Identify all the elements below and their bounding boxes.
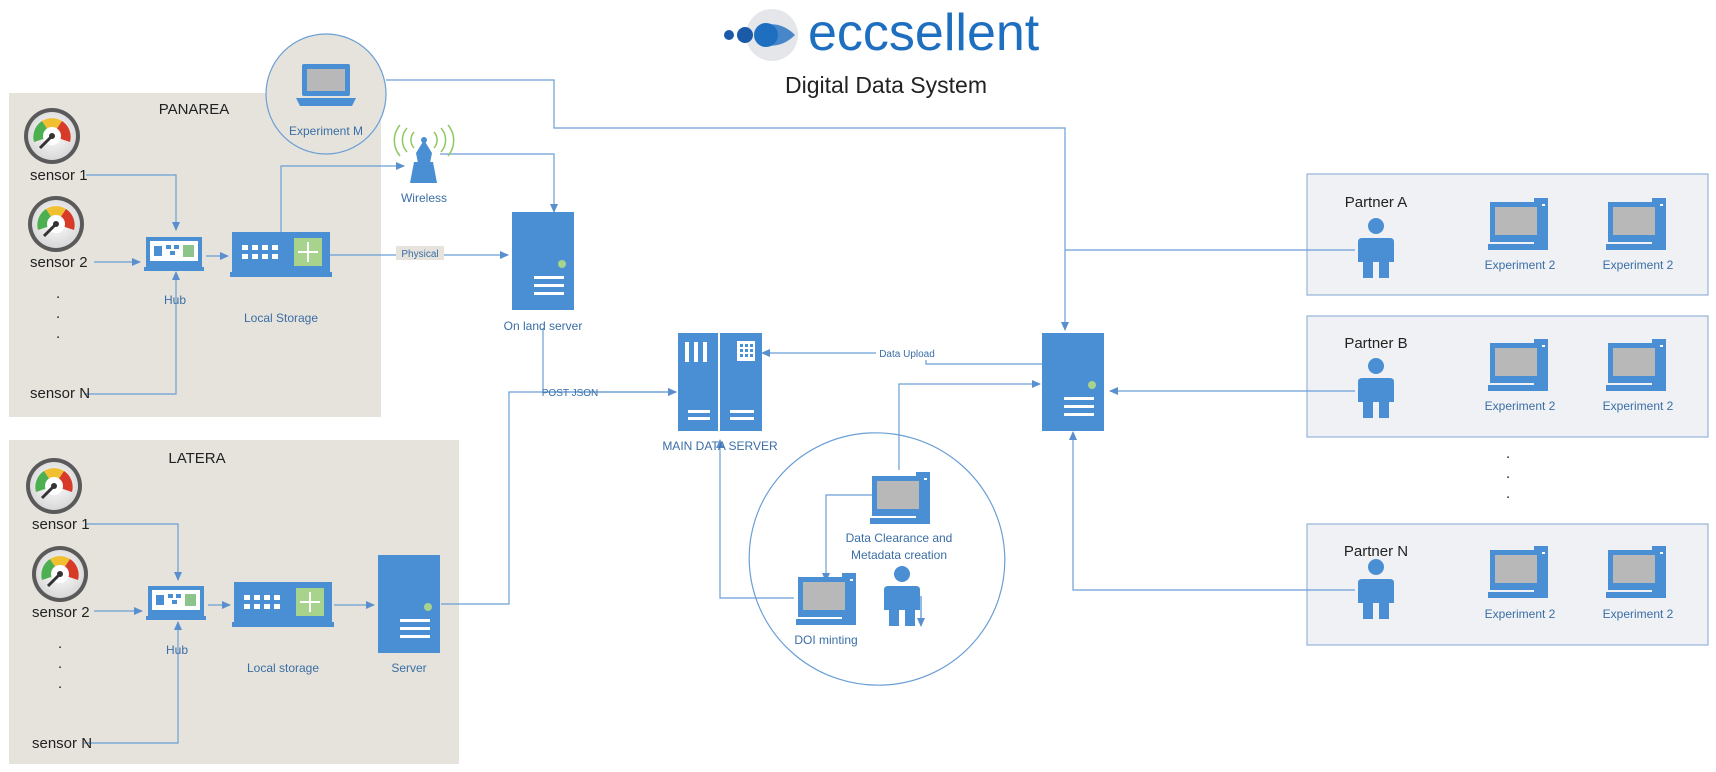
latera-sensor-1: sensor 1 — [32, 516, 90, 533]
clearance-to-doi — [822, 494, 872, 582]
hub-icon — [146, 586, 206, 620]
experiment-m-label: Experiment M — [289, 124, 363, 138]
edge-data-upload-label: Data Upload — [879, 349, 935, 360]
panarea-ellipsis-3: . — [56, 325, 60, 342]
panarea-ellipsis-1: . — [56, 285, 60, 302]
p-sensorN-hub — [84, 271, 180, 395]
doi-to-main — [716, 439, 794, 599]
latera-ellipsis-3: . — [58, 675, 62, 692]
storage-switch-icon — [231, 581, 335, 628]
l-server-main — [441, 388, 677, 605]
main-data-server-icon — [678, 333, 762, 431]
desktop-computer-icon — [796, 573, 856, 625]
physical-label-bg — [396, 246, 444, 260]
partner-n-exp-2: Experiment 2 — [1603, 607, 1674, 621]
on-land-server-icon — [512, 212, 574, 310]
edge-post-json-label: POST JSON — [542, 388, 599, 399]
partner-n-exp-1: Experiment 2 — [1485, 607, 1556, 621]
panarea-sensor-1: sensor 1 — [30, 167, 88, 184]
main-server-label: MAIN DATA SERVER — [662, 439, 778, 453]
p-sensor1-hub — [86, 174, 180, 231]
latera-ellipsis-2: . — [58, 655, 62, 672]
latera-sensor-2: sensor 2 — [32, 604, 90, 621]
panarea-title: PANAREA — [159, 101, 230, 118]
data-server-icon — [1042, 333, 1104, 431]
latera-storage-label: Local storage — [247, 661, 319, 675]
gauge-icon — [30, 544, 90, 604]
latera-hub-label: Hub — [166, 643, 188, 657]
upload-label-bg — [876, 346, 938, 360]
gauge-icon — [24, 456, 84, 516]
panarea-hub-label: Hub — [164, 293, 186, 307]
wireless-antenna-icon — [393, 124, 455, 183]
partner-ellipsis-2: . — [1506, 465, 1510, 482]
clearance-label-line2: Metadata creation — [851, 548, 947, 562]
p-wireless-onland — [440, 153, 558, 213]
partner-n-line — [1069, 431, 1355, 591]
gauge-icon — [26, 194, 86, 254]
clearance-label-line1: Data Clearance and — [846, 531, 953, 545]
laptop-icon — [296, 64, 356, 106]
expm-to-server — [386, 79, 1069, 331]
hub-icon — [144, 237, 204, 271]
partner-b-exp-2: Experiment 2 — [1603, 399, 1674, 413]
l-sensor1-hub — [86, 523, 182, 581]
onland-to-main — [542, 328, 677, 396]
panarea-sensor-n: sensor N — [30, 385, 90, 402]
partner-a-name: Partner A — [1345, 194, 1408, 211]
gauge-icon — [22, 106, 82, 166]
edge-physical-label: Physical — [401, 249, 438, 260]
partner-ellipsis-3: . — [1506, 485, 1510, 502]
desktop-computer-icon — [870, 472, 930, 524]
server-icon — [378, 555, 440, 653]
latera-title: LATERA — [168, 450, 225, 467]
panarea-storage-label: Local Storage — [244, 311, 318, 325]
panarea-sensor-2: sensor 2 — [30, 254, 88, 271]
wireless-label: Wireless — [401, 191, 447, 205]
partner-b-name: Partner B — [1344, 335, 1407, 352]
eccsellent-logo-icon — [724, 9, 798, 61]
doi-minting-label: DOI minting — [794, 633, 857, 647]
latera-sensor-n: sensor N — [32, 735, 92, 752]
brand-name: eccsellent — [808, 4, 1040, 62]
diagram-subtitle: Digital Data System — [785, 72, 987, 98]
partner-ellipsis-1: . — [1506, 445, 1510, 462]
p-storage-wireless — [280, 162, 405, 232]
curation-ellipse — [748, 432, 1006, 686]
panarea-ellipsis-2: . — [56, 305, 60, 322]
partner-b-exp-1: Experiment 2 — [1485, 399, 1556, 413]
l-sensorN-hub — [84, 621, 182, 744]
on-land-server-label: On land server — [504, 319, 583, 333]
partner-n-name: Partner N — [1344, 543, 1408, 560]
latera-ellipsis-1: . — [58, 635, 62, 652]
partner-a-exp-1: Experiment 2 — [1485, 258, 1556, 272]
person-icon — [884, 566, 920, 626]
storage-switch-icon — [229, 231, 333, 278]
clearance-to-server — [898, 380, 1041, 470]
partner-a-exp-2: Experiment 2 — [1603, 258, 1674, 272]
latera-server-label: Server — [391, 661, 426, 675]
